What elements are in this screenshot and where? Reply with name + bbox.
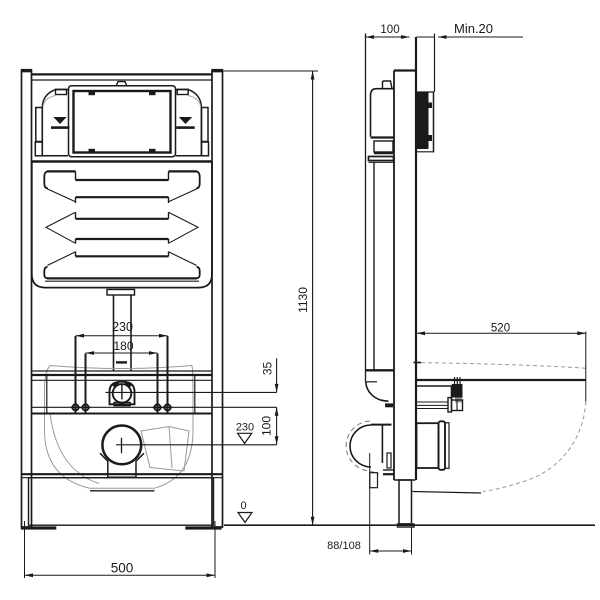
svg-text:230: 230 bbox=[236, 422, 254, 434]
svg-text:500: 500 bbox=[111, 561, 134, 576]
svg-text:88/108: 88/108 bbox=[327, 540, 361, 552]
svg-text:Min.20: Min.20 bbox=[454, 21, 493, 36]
svg-text:35: 35 bbox=[261, 362, 275, 376]
svg-text:1130: 1130 bbox=[296, 287, 310, 313]
svg-text:520: 520 bbox=[491, 323, 510, 335]
svg-text:180: 180 bbox=[113, 339, 133, 353]
svg-text:100: 100 bbox=[380, 24, 399, 36]
svg-text:230: 230 bbox=[112, 320, 133, 334]
svg-text:0: 0 bbox=[240, 500, 246, 512]
svg-text:100: 100 bbox=[260, 416, 274, 436]
